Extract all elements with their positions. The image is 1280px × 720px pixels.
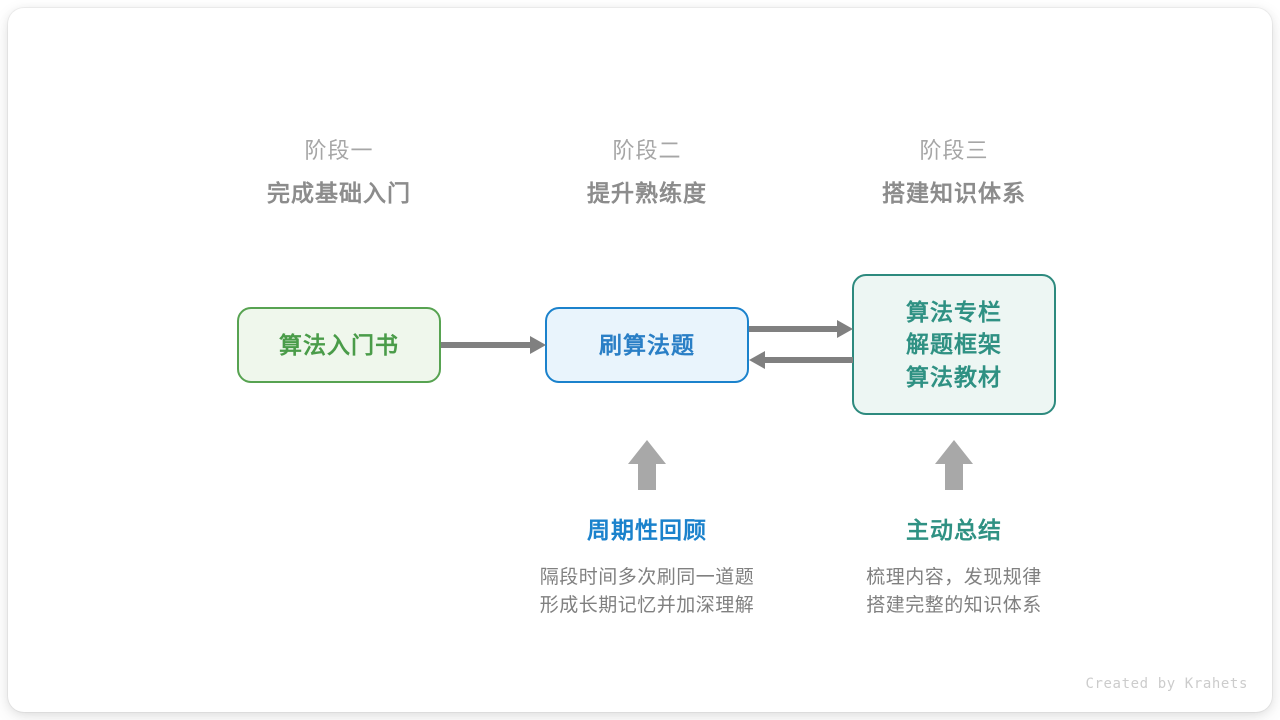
- note-review-body-line-2: 形成长期记忆并加深理解: [539, 594, 755, 616]
- note-periodic-review: 周期性回顾 隔段时间多次刷同一道题 形成长期记忆并加深理解: [497, 519, 797, 620]
- arrow-shaft: [441, 342, 535, 348]
- arrow-up-tip: [628, 440, 666, 464]
- stage-1-title: 完成基础入门: [267, 180, 411, 206]
- note-summary-body-line-1: 梳理内容，发现规律: [866, 567, 1042, 588]
- arrow-up-summary-icon: [935, 440, 973, 490]
- stage-1-subtitle: 阶段一: [304, 138, 374, 163]
- stage-header-2: 阶段二 提升熟练度: [517, 140, 777, 205]
- arrow-head: [749, 351, 765, 369]
- arrow-shaft: [760, 357, 853, 363]
- arrow-up-review-icon: [628, 440, 666, 490]
- node-system-line-3: 算法教材: [906, 363, 1002, 390]
- note-summary-title: 主动总结: [906, 517, 1002, 543]
- note-active-summary: 主动总结 梳理内容，发现规律 搭建完整的知识体系: [804, 519, 1104, 620]
- node-practice-problems: 刷算法题: [545, 307, 749, 383]
- arrow-up-tip: [935, 440, 973, 464]
- arrow-head: [837, 320, 853, 338]
- node-system-line-1: 算法专栏: [906, 298, 1002, 325]
- arrow-up-stem: [945, 463, 963, 490]
- stage-3-title: 搭建知识体系: [882, 180, 1026, 206]
- note-review-body: 隔段时间多次刷同一道题 形成长期记忆并加深理解: [497, 564, 797, 620]
- node-knowledge-system: 算法专栏 解题框架 算法教材: [852, 274, 1056, 415]
- note-review-body-line-1: 隔段时间多次刷同一道题: [539, 567, 755, 588]
- credit-text: Created by Krahets: [1085, 676, 1248, 692]
- arrow-up-stem: [638, 463, 656, 490]
- arrow-head: [530, 336, 546, 354]
- note-summary-body-line-2: 搭建完整的知识体系: [866, 594, 1042, 616]
- arrow-shaft: [749, 326, 842, 332]
- note-summary-body: 梳理内容，发现规律 搭建完整的知识体系: [804, 564, 1104, 620]
- stage-header-3: 阶段三 搭建知识体系: [824, 140, 1084, 205]
- arrow-system-to-practice-icon: [749, 350, 853, 370]
- stage-3-subtitle: 阶段三: [919, 138, 989, 163]
- note-review-title: 周期性回顾: [587, 517, 707, 543]
- node-book-line-1: 算法入门书: [279, 331, 399, 358]
- node-practice-line-1: 刷算法题: [599, 331, 695, 358]
- arrow-practice-to-system-icon: [749, 319, 853, 339]
- node-algorithm-intro-book: 算法入门书: [237, 307, 441, 383]
- node-system-line-2: 解题框架: [906, 331, 1002, 358]
- stage-2-title: 提升熟练度: [587, 180, 707, 206]
- stage-2-subtitle: 阶段二: [612, 138, 682, 163]
- diagram-canvas: 阶段一 完成基础入门 阶段二 提升熟练度 阶段三 搭建知识体系 算法入门书 刷算…: [8, 8, 1272, 712]
- stage-header-1: 阶段一 完成基础入门: [209, 140, 469, 205]
- arrow-book-to-practice-icon: [441, 335, 546, 355]
